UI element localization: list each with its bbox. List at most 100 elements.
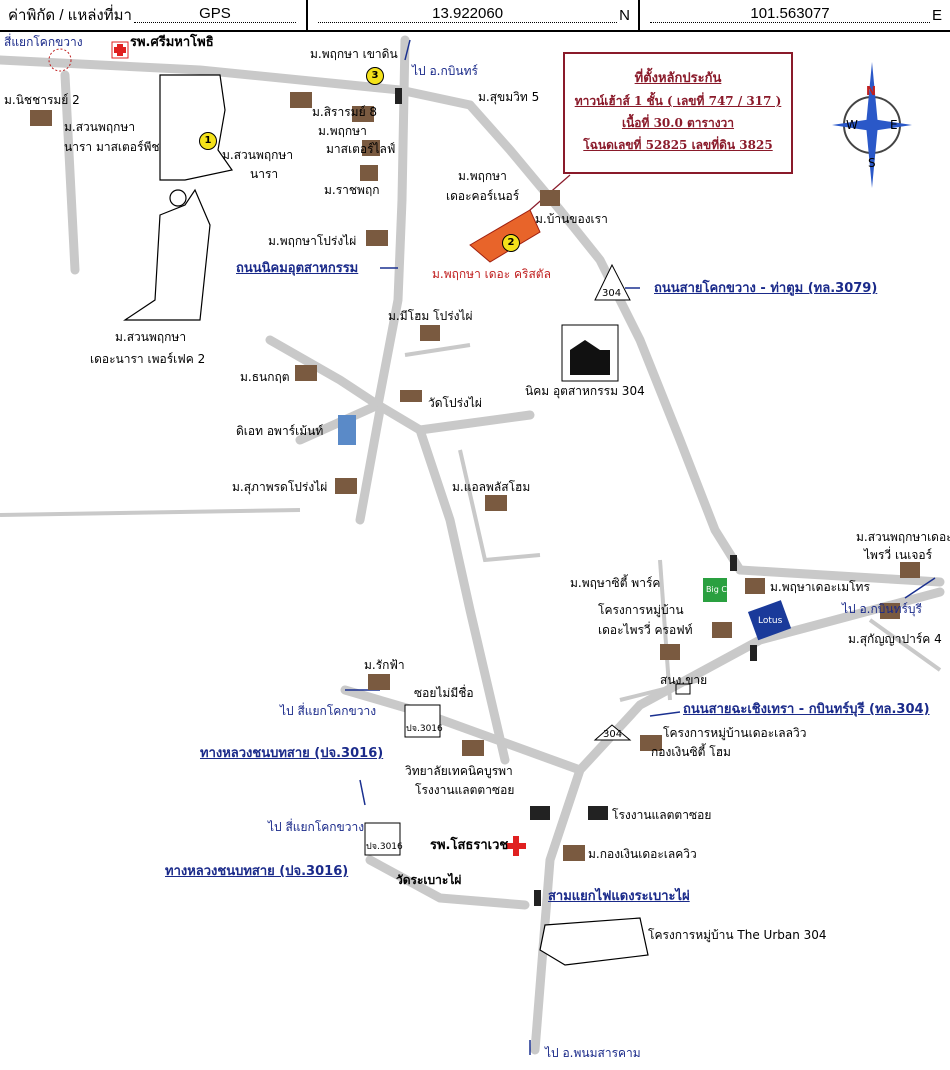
road-side4	[60, 70, 80, 275]
place-label: ม.พฤกษา	[318, 124, 367, 138]
place-label: ม.รักฟ้า	[364, 658, 405, 672]
place-label: ม.พฤษาเดอะเมโทร	[770, 580, 870, 594]
info-deed: โฉนดเลขที่ 52825 เลขที่ดิน 3825	[583, 138, 773, 152]
house-icons	[30, 92, 920, 861]
lat-suffix: N	[619, 6, 630, 24]
place-label: เดอะไพรวี่ ครอฟท์	[598, 623, 693, 637]
place-label: ม.ราชพฤก	[324, 183, 380, 197]
direction-kabinburi: ไป อ.กบินทร์บุรี	[842, 602, 922, 616]
bigc-logo	[703, 578, 727, 602]
road-top	[0, 55, 475, 110]
place-label: ไพรวี่ เนเจอร์	[864, 548, 933, 562]
coord-label: ค่าพิกัด / แหล่งที่มา	[8, 7, 132, 24]
direction-kokkwang-2: ไป สี่แยกโคกขวาง	[280, 704, 377, 718]
place-label: ม.สวนพฤกษา	[222, 148, 294, 162]
road-side2	[415, 410, 535, 435]
road-industrial	[373, 35, 510, 765]
road-label-3079: ถนนสายโคกขวาง - ท่าตูม (ทล.3079)	[654, 281, 878, 296]
road-lower	[365, 855, 530, 910]
place-label: ม.สวนพฤกษา	[64, 120, 136, 134]
marker-3: 3	[366, 67, 384, 85]
road-label-intersection: สามแยกไฟแดงระเบาะไผ่	[548, 889, 690, 904]
place-label: ม.นิชชารมย์ 2	[4, 93, 80, 107]
apartment-icon	[338, 415, 356, 445]
road-label-3016-a: ทางหลวงชนบทสาย (ปจ.3016)	[200, 746, 384, 761]
hospital-icons	[111, 41, 526, 856]
place-label: วิทยาลัยเทคนิคบูรพา	[405, 764, 513, 778]
road-east	[735, 565, 945, 587]
place-label: โครงการหมู่บ้านเดอะเลลวิว	[663, 726, 807, 740]
intersection-marker	[48, 48, 72, 72]
lon-suffix: E	[931, 6, 942, 24]
compass-s: S	[868, 156, 876, 170]
bigc-label: Big C	[706, 585, 727, 594]
place-label: ม.พฤกษา เขาดิน	[310, 47, 398, 61]
compass-w: W	[846, 118, 858, 132]
compass-icon	[832, 62, 912, 188]
place-label: สนง.ขาย	[660, 673, 708, 687]
place-label: ม.แอลพลัสโฮม	[452, 480, 531, 494]
direction-kokkwang-3: ไป สี่แยกโคกขวาง	[268, 820, 365, 834]
shield-304-b: 304	[603, 729, 623, 740]
factory-small-icons	[530, 806, 608, 820]
info-title: ที่ตั้งหลักประกัน	[634, 71, 722, 86]
shield-304-a: 304	[602, 288, 622, 299]
collateral-info-box: ที่ตั้งหลักประกัน ทาวน์เฮ้าส์ 1 ชั้น ( เ…	[563, 52, 793, 174]
place-label: ม.กองเงินเดอะเลควิว	[588, 847, 697, 861]
place-label: ม.สิรารมย์ 8	[312, 105, 378, 119]
place-label: นารา มาสเตอร์พีช	[64, 140, 160, 154]
place-label: ม.สุภาพรดโปร่งไผ่	[232, 480, 328, 494]
place-label: นิคม อุตสาหกรรม 304	[525, 384, 645, 398]
place-label: ม.พฤษาซิตี้ พาร์ค	[570, 576, 661, 590]
place-label: ม.สวนพฤกษา	[115, 330, 187, 344]
lotus-logo	[747, 600, 792, 641]
place-label: มาสเตอร์ไลฟ์	[326, 142, 396, 156]
place-label: รพ.ศรีมหาโพธิ	[130, 35, 214, 50]
place-label: โครงการหมู่บ้าน	[598, 603, 684, 617]
road-side3	[355, 405, 385, 525]
place-label: กองเงินซิตี้ โฮม	[651, 745, 731, 759]
compass-e: E	[890, 118, 898, 132]
shield-3016-a: ปจ.3016	[406, 724, 443, 734]
traffic-lights	[395, 88, 757, 906]
info-area: เนื้อที่ 30.0 ตารางวา	[621, 116, 735, 130]
marker-1: 1	[199, 132, 217, 150]
place-label: ม.บ้านของเรา	[535, 212, 608, 226]
direction-kokkwang: สี่แยกโคกขวาง	[4, 35, 83, 49]
place-label: ดิเอท อพาร์เม้นท์	[236, 424, 324, 438]
direction-phanom: ไป อ.พนมสารคาม	[545, 1046, 641, 1060]
place-label: ม.ธนกฤต	[240, 370, 290, 384]
road-label-industrial: ถนนนิคมอุตสาหกรรม	[236, 261, 359, 276]
marker-2: 2	[502, 234, 520, 252]
place-label: ม.พฤกษา	[458, 169, 507, 183]
plot-1-boundary	[159, 74, 234, 181]
info-property: ทาวน์เฮ้าส์ 1 ชั้น ( เลขที่ 747 / 317 )	[574, 94, 782, 108]
direction-kabin: ไป อ.กบินทร์	[412, 64, 478, 78]
place-label: รพ.โสธราเวช	[430, 838, 509, 853]
place-label: นารา	[250, 167, 279, 181]
coord-source: GPS	[133, 6, 296, 23]
plot-2-boundary	[123, 188, 211, 321]
place-label: เดอะนารา เพอร์เฟค 2	[90, 352, 206, 366]
unnamed-soi: ซอยไม่มีชื่อ	[414, 686, 474, 700]
shield-icons	[364, 263, 632, 856]
road-label-3016-b: ทางหลวงชนบทสาย (ปจ.3016)	[165, 864, 349, 879]
shield-3016-b: ปจ.3016	[366, 842, 403, 852]
place-label: โครงการหมู่บ้าน The Urban 304	[648, 928, 827, 942]
longitude: 101.563077	[650, 6, 930, 23]
lotus-label: Lotus	[758, 616, 783, 626]
place-label: วัดโปร่งไผ่	[428, 396, 482, 410]
urban-plot-boundary	[539, 917, 649, 966]
subject-project-label: ม.พฤกษา เดอะ คริสตัล	[432, 267, 551, 281]
compass-n: N	[866, 84, 877, 98]
place-label: ม.มีโฮม โปร่งไผ่	[388, 309, 473, 323]
place-label: วัดระเบาะไผ่	[396, 873, 462, 887]
place-label: ม.พฤกษาโปร่งไผ่	[268, 234, 357, 248]
road-304	[530, 587, 945, 1055]
place-label: ม.สุขมวิท 5	[478, 90, 540, 104]
place-label: โรงงานแลตตาซอย	[415, 783, 515, 797]
place-label: เดอะคอร์เนอร์	[446, 189, 520, 203]
